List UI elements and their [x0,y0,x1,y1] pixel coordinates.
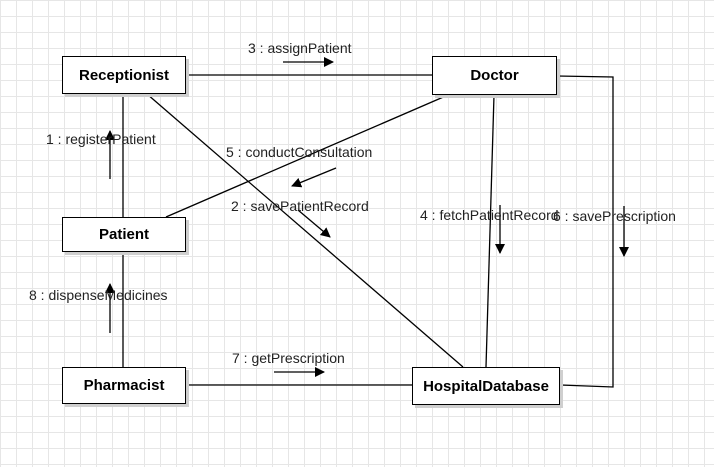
message-label-3: 3 : assignPatient [248,40,352,56]
object-patient[interactable]: Patient [62,217,186,252]
link-doctor-database-loop [556,75,614,388]
message-arrow-2 [297,209,331,238]
message-label-1: 1 : registerPatient [46,131,156,147]
link-doctor-patient [165,94,449,218]
object-pharmacist[interactable]: Pharmacist [62,367,186,404]
object-doctor[interactable]: Doctor [432,56,557,95]
link-receptionist-database [146,93,464,368]
message-label-2: 2 : savePatientRecord [231,198,369,214]
object-pharmacist-label: Pharmacist [83,377,165,394]
message-arrow-5 [291,167,337,188]
object-hospital-database[interactable]: HospitalDatabase [412,367,560,405]
object-doctor-label: Doctor [470,67,519,84]
object-receptionist-label: Receptionist [78,66,169,84]
message-label-4: 4 : fetchPatientRecord [420,207,559,223]
message-label-7: 7 : getPrescription [232,350,345,366]
message-label-5: 5 : conductConsultation [226,144,373,160]
link-doctor-database [485,94,495,368]
object-hospital-database-label: HospitalDatabase [423,377,549,395]
object-patient-label: Patient [98,226,149,243]
message-label-6: 6 : savePrescription [553,208,676,224]
object-receptionist[interactable]: Receptionist [62,56,186,94]
message-label-8: 8 : dispenseMedicines [29,287,168,303]
